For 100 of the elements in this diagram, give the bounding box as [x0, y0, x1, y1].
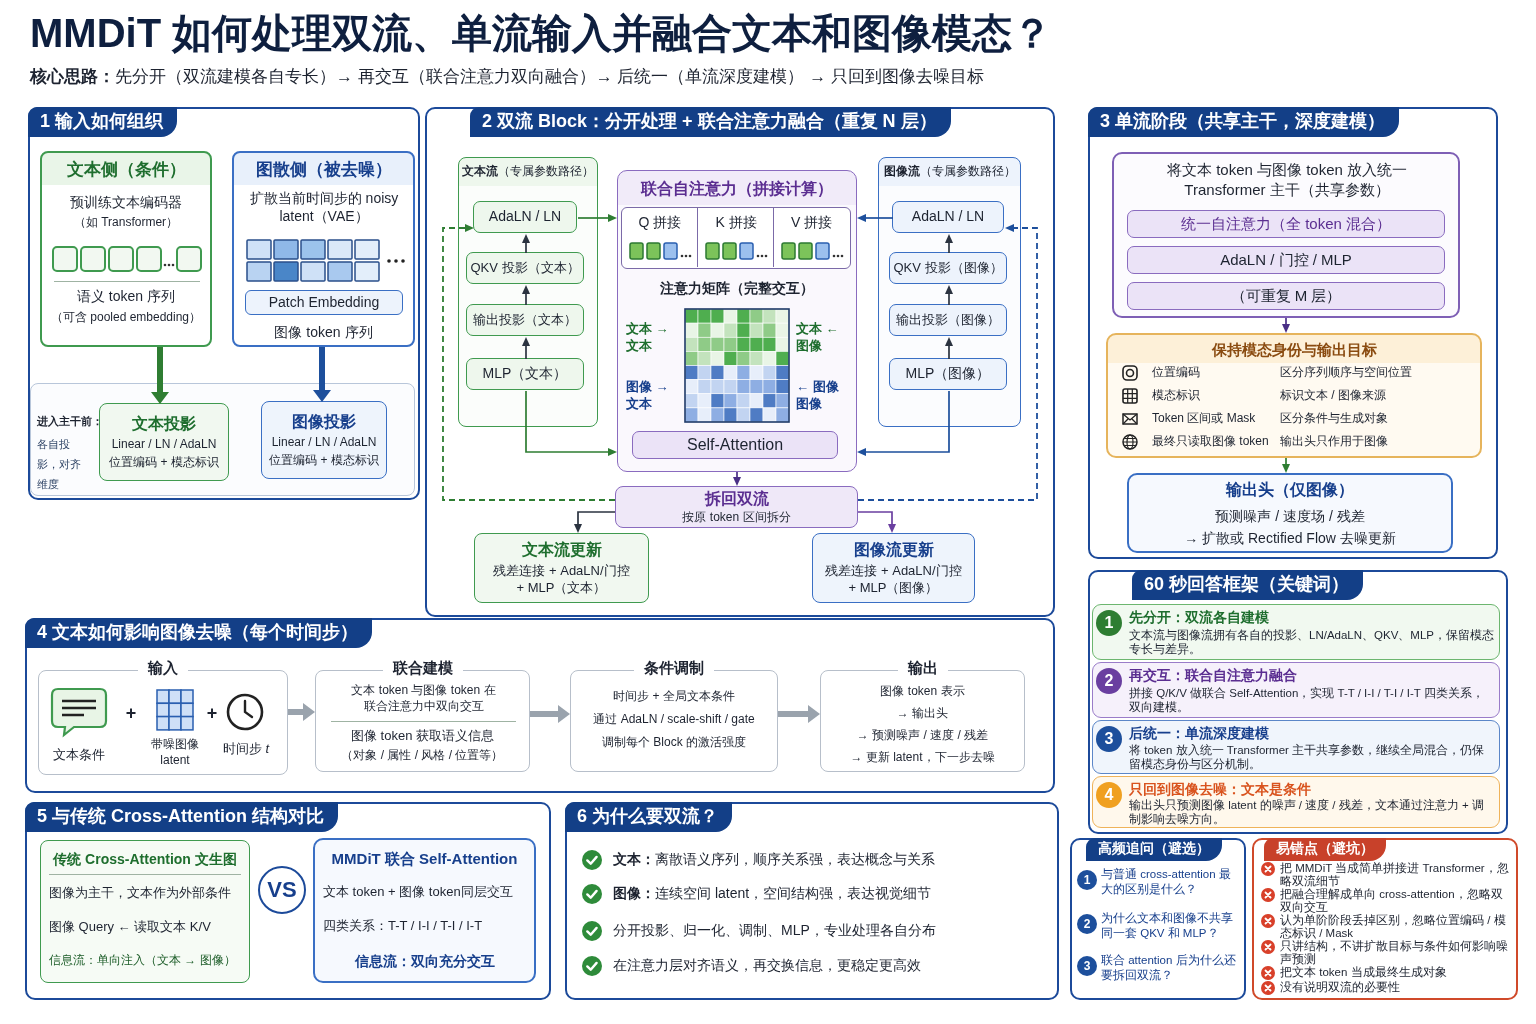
card-text: 图像：连续空间 latent，空间结构强，表达视觉细节: [613, 884, 933, 903]
card-title: 信息流：双向充分交互: [353, 952, 496, 971]
plus-sign: +: [205, 702, 219, 725]
box-label: MLP（图像）: [905, 365, 991, 383]
card-text: 将 token 放入统一 Transformer 主干共享参数，继续全局混合，仍保留模态身份与区分机制。: [1129, 743, 1486, 771]
card-text: 文本 token 与图像 token 在联合注意力中双向交互: [351, 683, 496, 715]
card-text: 位置编码 + 模态标识: [269, 453, 379, 468]
section-heading: 4 文本如何影响图像去噪（每个时间步）: [25, 618, 372, 648]
card-text: 图像 token 获取语义信息: [350, 728, 495, 745]
step-number: 2: [1096, 668, 1122, 694]
section-panel: [25, 802, 551, 1000]
card-title: 输出: [897, 658, 948, 678]
arrow: [857, 390, 950, 456]
section-heading: 2 双流 Block：分开处理 + 联合注意力融合（重复 N 层）: [470, 107, 951, 137]
card-text: 预训练文本编码器: [69, 193, 183, 212]
card-text: 时间步 t: [221, 741, 271, 758]
box-label: Patch Embedding: [268, 293, 380, 312]
card-text: 拼接 Q/K/V 做联合 Self-Attention，实现 T-T / I-I / T-I / I-T 四类关系，双向建模。: [1129, 686, 1485, 714]
card-title: 进入主干前：: [37, 414, 103, 429]
card-text: 文本流与图像流拥有各自的投影、LN/AdaLN、QKV、MLP，保留模态专长与差异。: [1129, 628, 1495, 656]
box-label: AdaLN / LN: [911, 208, 985, 226]
card-title: 拆回双流: [703, 489, 770, 509]
card-text: Token 区间或 Mask: [1152, 411, 1257, 427]
arrow: [574, 511, 616, 533]
card-text: 区分序列顺序与空间位置: [1280, 365, 1413, 381]
card-title: 再交互：联合自注意力融合: [1129, 666, 1298, 685]
subtitle: 核心思路：先分开（双流建模各自专长）→ 再交互（联合注意力双向融合）→ 后统一（单流深度建模） → 只回到图像去噪目标: [30, 66, 984, 88]
block-arrow: [778, 705, 820, 723]
process-box: [889, 252, 1007, 284]
card-text: 分开投影、归一化、调制、MLP，专业处理各自分布: [613, 921, 937, 940]
arrow: [522, 337, 530, 360]
box-label: QKV 投影（文本）: [470, 259, 580, 277]
process-box: [632, 431, 838, 459]
stream-panel: [458, 157, 598, 427]
section-heading: 60 秒回答框架（关键词）: [1132, 570, 1364, 600]
box-label: 统一自注意力（全 token 混合）: [1181, 214, 1391, 234]
card-title: 传统 Cross-Attention 文生图: [52, 850, 238, 869]
card-text: Linear / LN / AdaLN: [111, 437, 217, 452]
card-title: 图像流更新: [853, 540, 934, 561]
block-arrow: [288, 703, 315, 721]
dashed-arrow: [857, 224, 1038, 501]
process-box: [473, 201, 577, 233]
plus-sign: +: [124, 702, 138, 725]
card-text: 图像 Query ← 读取文本 K/V: [49, 919, 212, 936]
card-text: 认为单阶阶段丢掉区别，忽略位置编码 / 模态标识 / Mask: [1280, 914, 1507, 940]
card-text: 输出头只作用于图像: [1280, 434, 1389, 450]
update-card: [474, 533, 649, 603]
info-card: [1106, 333, 1482, 458]
process-box: [1127, 282, 1445, 310]
card-title: 图像投影: [292, 412, 356, 432]
card-title: MMDiT 联合 Self-Attention: [330, 849, 519, 869]
card-text: 文本 token + 图像 token同层交互: [323, 884, 514, 901]
versus-circle: [258, 866, 306, 914]
card-text: 位置编码: [1152, 365, 1201, 381]
card-text: 信息流：单向注入（文本 → 图像）: [49, 953, 237, 969]
card-text: 图像 token 序列: [273, 323, 374, 342]
section-heading: 6 为什么要双流？: [565, 802, 732, 832]
axis-label: 图像 → 文本: [626, 379, 670, 413]
section-panel: [1088, 570, 1508, 834]
process-box: [466, 252, 584, 284]
arrow: [577, 214, 617, 222]
block-arrow: [530, 705, 570, 723]
card-text: 为什么文本和图像不共享同一套 QKV 和 MLP？: [1101, 911, 1234, 941]
card-text: 标识文本 / 图像来源: [1280, 388, 1387, 404]
arrow: [522, 234, 530, 254]
block-arrow: [313, 347, 331, 402]
step-number: 3: [1096, 726, 1122, 752]
comparison-card: [313, 838, 536, 983]
card-text: Linear / LN / AdaLN: [271, 435, 377, 450]
card-title: 联合建模: [382, 658, 463, 678]
process-box: [889, 304, 1007, 336]
card-text: 残差连接 + AdaLN/门控 + MLP（图像）: [824, 563, 963, 596]
block-arrow: [151, 347, 169, 404]
card-text: 各自投影，对齐维度: [37, 437, 82, 492]
card-text: 在注意力层对齐语义，再交换信息，更稳定更高效: [613, 956, 922, 975]
section-panel: [1088, 107, 1498, 559]
axis-label: ← 图像图像: [796, 379, 840, 413]
answer-card: [1092, 662, 1500, 718]
box-label: （可重复 M 层）: [1230, 286, 1342, 306]
process-box: [245, 290, 403, 315]
card-text: 输出头只预测图像 latent 的噪声 / 速度 / 残差，文本通过注意力 + 调制影响去噪方向。: [1129, 798, 1485, 826]
axis-label: 文本 → 文本: [626, 321, 670, 355]
card-text: 文本流（专属参数路径）: [461, 164, 595, 180]
box-label: MLP（文本）: [482, 365, 568, 383]
axis-label: 文本 ← 图像: [796, 321, 840, 355]
input-card: [232, 151, 415, 347]
process-box: [892, 201, 1004, 233]
card-title: 输出头（仅图像）: [1224, 480, 1355, 500]
box-label: AdaLN / 门控 / MLP: [1220, 250, 1352, 270]
page-title: MMDiT 如何处理双流、单流输入并融合文本和图像模态？: [30, 10, 1053, 57]
section-heading: 5 与传统 Cross-Attention 结构对比: [25, 802, 338, 832]
process-box: [466, 358, 584, 390]
comparison-card: [40, 840, 250, 983]
card-text: 最终只读取图像 token: [1152, 434, 1270, 450]
arrow: [945, 337, 953, 360]
card-text: 把文本 token 当成最终生成对象: [1280, 966, 1448, 979]
arrow: [1282, 317, 1290, 333]
card-text: 四类关系：T-T / I-I / T-I / I-T: [323, 918, 484, 935]
update-card: [812, 533, 975, 603]
section-heading: 1 输入如何组织: [28, 107, 177, 137]
